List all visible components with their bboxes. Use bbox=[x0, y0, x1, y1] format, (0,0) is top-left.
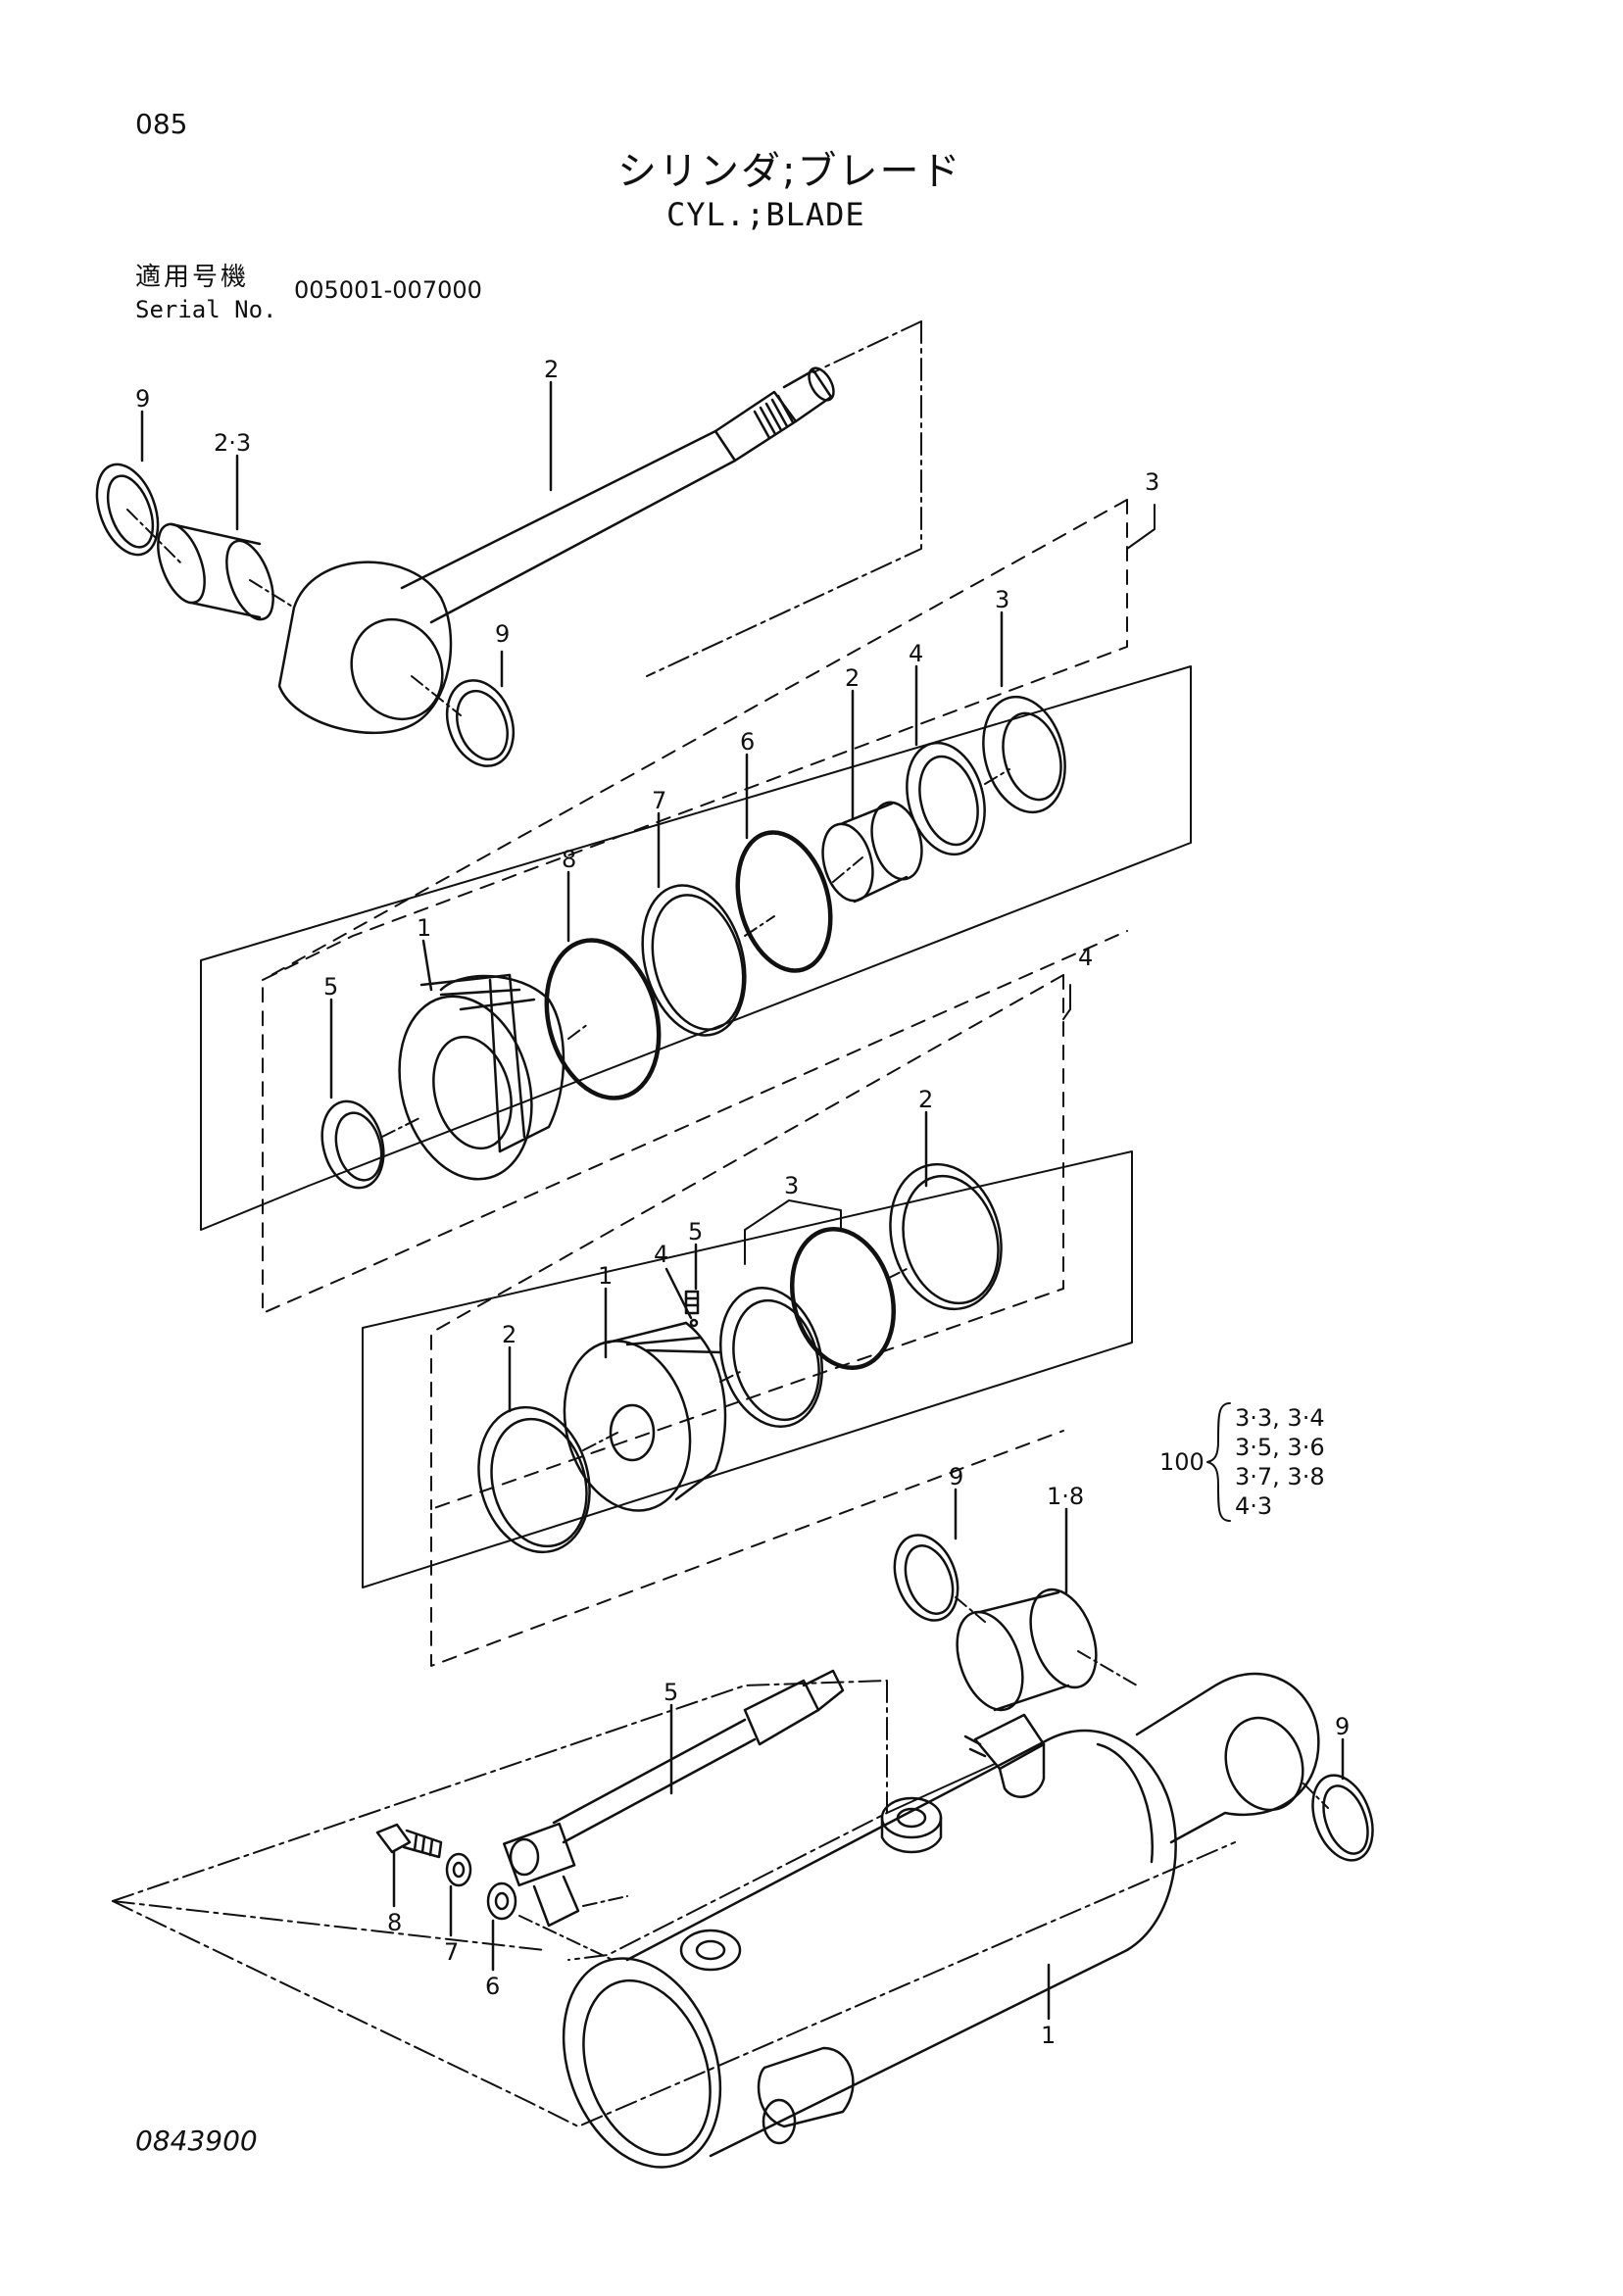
kit-item: 3·3, 3·4 bbox=[1235, 1404, 1325, 1432]
callout-rod-bushing: 2·3 bbox=[214, 429, 251, 457]
callout-piston-1: 1 bbox=[598, 1262, 613, 1290]
rod-bushing bbox=[157, 522, 274, 621]
page-number: 085 bbox=[135, 108, 188, 140]
tube-assembly bbox=[112, 1488, 1374, 2169]
callout-rod: 2 bbox=[544, 356, 559, 383]
callout-rod-seal-top: 9 bbox=[135, 385, 150, 413]
rod-seal-right bbox=[445, 679, 516, 767]
callout-head-ring-7: 7 bbox=[652, 787, 666, 814]
callout-tube-bushing: 1·8 bbox=[1047, 1483, 1084, 1510]
callout-head-ring-4: 4 bbox=[909, 640, 923, 667]
serial-range: 005001-007000 bbox=[294, 276, 482, 304]
callout-head-seal-5: 5 bbox=[323, 973, 338, 1001]
callout-piston-screw-5: 5 bbox=[688, 1218, 703, 1246]
callout-pipe-5: 5 bbox=[664, 1679, 678, 1706]
kit-number: 100 bbox=[1159, 1448, 1205, 1476]
callout-head-group: 3 bbox=[1145, 468, 1159, 496]
callout-head-1: 1 bbox=[417, 914, 431, 942]
callout-head-ring-3: 3 bbox=[995, 586, 1009, 613]
rod-seal-left bbox=[95, 463, 160, 557]
callout-washer-7: 7 bbox=[444, 1938, 459, 1966]
callout-piston-seal-3: 3 bbox=[784, 1172, 799, 1199]
title-japanese: シリンダ;ブレード bbox=[617, 149, 962, 194]
piston-assembly bbox=[362, 974, 1133, 1667]
callout-tube-1: 1 bbox=[1041, 2022, 1056, 2049]
callout-head-oring-8: 8 bbox=[562, 846, 576, 873]
callout-piston-ball-4: 4 bbox=[654, 1241, 668, 1268]
callout-tube-seal-9: 9 bbox=[949, 1463, 963, 1490]
kit-item: 4·3 bbox=[1235, 1492, 1272, 1520]
head-assembly bbox=[200, 499, 1192, 1314]
title-english: CYL.;BLADE bbox=[666, 196, 865, 233]
kit-brace bbox=[1206, 1402, 1231, 1522]
serial-label-english: Serial No. bbox=[135, 296, 277, 323]
kit-item: 3·7, 3·8 bbox=[1235, 1463, 1325, 1490]
callout-piston-ring-2-left: 2 bbox=[502, 1321, 516, 1348]
callout-bolt-8: 8 bbox=[387, 1909, 402, 1936]
callout-tube-seal-9-right: 9 bbox=[1335, 1713, 1350, 1740]
callout-washer-6: 6 bbox=[485, 1973, 500, 2000]
kit-item: 3·5, 3·6 bbox=[1235, 1434, 1325, 1461]
callout-head-oring-6: 6 bbox=[740, 728, 755, 756]
callout-piston-ring-2-right: 2 bbox=[918, 1086, 933, 1113]
serial-label-japanese: 適用号機 bbox=[135, 263, 250, 292]
callout-piston-group: 4 bbox=[1078, 944, 1093, 971]
rod-assembly bbox=[95, 320, 922, 767]
callout-head-bushing-2: 2 bbox=[845, 664, 860, 692]
drawing-number: 0843900 bbox=[135, 2125, 258, 2157]
callout-rod-seal-bottom: 9 bbox=[495, 620, 510, 648]
